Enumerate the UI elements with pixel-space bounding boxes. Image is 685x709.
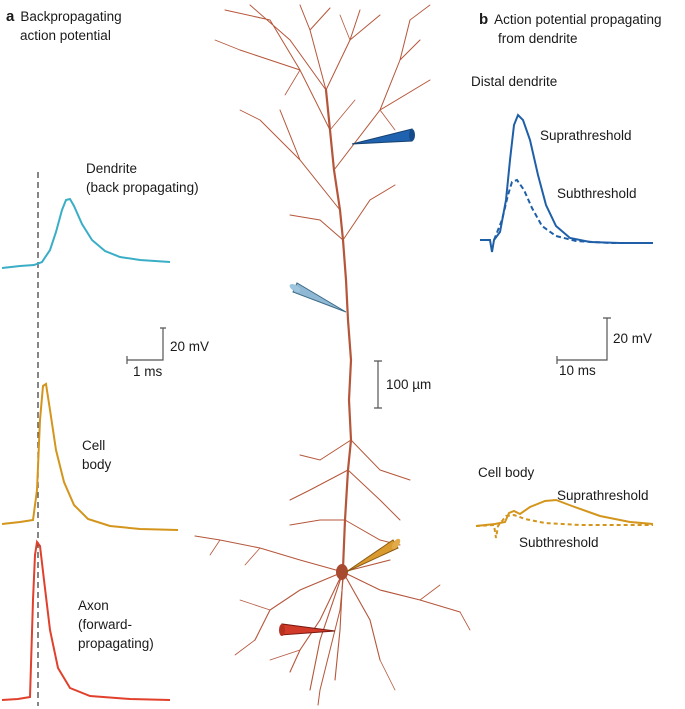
suprathreshold-top-label: Suprathreshold [540,128,632,143]
axon-label-line1: Axon [78,598,109,613]
subthreshold-top-label: Subthreshold [557,186,637,201]
electrode-dendrite [289,282,347,313]
dendrite-label-line1: Dendrite [86,161,138,176]
panel-b-letter: b [479,11,489,28]
subthreshold-bottom-label: Subthreshold [519,535,599,550]
distal-subthreshold-trace [493,178,653,244]
panel-a-letter: a [6,8,15,25]
scale-b-voltage: 20 mV [613,331,653,346]
panel-b-title: b Action potential propagating [479,11,662,28]
scale-a-voltage: 20 mV [170,339,210,354]
body-subthreshold-trace [475,513,653,539]
panel-b-title-line2: from dendrite [498,31,578,46]
electrode-soma [345,538,401,573]
axon-label-line3: propagating) [78,636,154,651]
cell-body-trace [1,382,179,531]
suprathreshold-bottom-label: Suprathreshold [557,488,649,503]
body-suprathreshold-trace [475,498,654,527]
scale-a-time: 1 ms [133,364,163,379]
scale-bar-neuron [374,360,382,409]
scale-bar-b [556,317,611,364]
scale-b-time: 10 ms [559,363,596,378]
neuron-drawing [194,4,471,706]
soma [336,564,348,580]
panel-a-title-line1: Backpropagating [20,9,122,24]
panel-b-title-line1: Action potential propagating [494,12,662,27]
distal-dendrite-label: Distal dendrite [471,74,558,89]
scale-bar-a [126,327,166,364]
axon-trace [1,539,171,701]
panel-a-title: a Backpropagating [6,8,122,25]
panel-a-title-line2: action potential [20,28,111,43]
axon-label-line2: (forward- [78,617,133,632]
dendrite-trace [1,197,171,269]
electrode-axon [279,623,336,636]
distal-suprathreshold-trace [480,113,653,253]
dendrite-label-line2: (back propagating) [86,180,199,195]
cell-body-b-label: Cell body [478,465,535,480]
scale-length-label: 100 µm [386,377,432,392]
cell-body-label-line1: Cell [82,438,106,453]
electrode-distal [351,128,415,145]
cell-body-label-line2: body [82,457,112,472]
